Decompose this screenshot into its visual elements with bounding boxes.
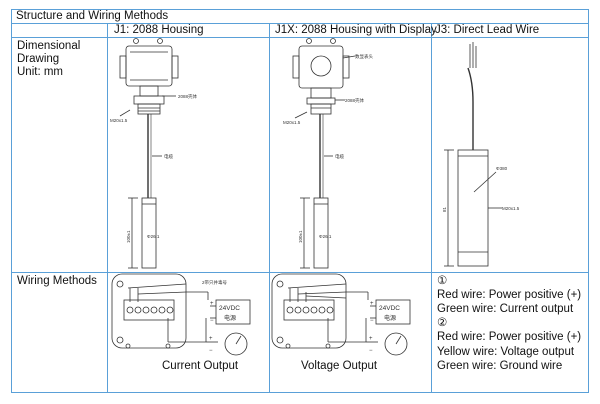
j3-yellow-wire: Yellow wire: Voltage output [437,346,575,358]
j1x-cable-label: 电缆 [335,153,344,160]
j1x-probe-dia-label: Φ26.1 [319,234,332,239]
j1x-terminal-housing [271,273,347,349]
j1x-dimensional-drawing: 数显表头 2088壳体 M20x1.5 电缆 Φ26.1 100±1 [283,38,373,269]
table-title: Structure and Wiring Methods [16,10,169,22]
j1x-housing-note: 2088壳体 [345,97,365,104]
row-divider [11,272,589,273]
svg-text:−: − [369,348,373,354]
row-label-wiring: Wiring Methods [17,275,97,287]
svg-text:+: + [209,336,213,342]
j1x-thread-label: M20x1.5 [283,120,301,125]
j1x-display-note: 数显表头 [355,53,373,60]
j1x-psu-sub: 电源 [384,314,396,322]
caption-current-output: Current Output [162,360,239,372]
j1-dimensional-drawing: 2088壳体 M20x1.5 电缆 Φ26.1 100±1 [110,38,198,269]
j3-thread-label: M20x1.5 [502,206,520,211]
row-label-dimensional-2: Drawing [17,53,60,65]
j1-psu-label: 24VDC [219,305,240,312]
j3-dia-label: Φ380 [496,166,508,171]
j1-power-supply [215,299,251,325]
j3-option-1-marker: ① [437,275,448,287]
table-border-right [588,9,589,393]
header-divider [11,37,589,38]
column-header-j1: J1: 2088 Housing [114,24,204,36]
structure-wiring-table: Structure and Wiring Methods J1: 2088 Ho… [11,9,589,393]
j3-length-label: 81 [442,206,447,212]
j3-red-wire-2: Red wire: Power positive (+) [437,331,582,343]
table-border-left [11,9,12,393]
j1-length-label: 100±1 [126,230,131,243]
j1-housing-note: 2088壳体 [178,93,198,100]
j3-red-wire-1: Red wire: Power positive (+) [437,289,582,301]
svg-text:−: − [370,318,374,324]
j1-thread-label: M20x1.5 [110,118,128,123]
table-border-top [11,9,589,10]
table-border-bottom [11,392,589,393]
caption-voltage-output: Voltage Output [301,360,378,372]
j3-green-wire-1: Green wire: Current output [437,303,574,315]
j1-terminal-note: 2带只并毒号 [202,279,228,286]
column-header-j3: J3: Direct Lead Wire [435,24,540,36]
j1-psu-sub: 电源 [224,314,236,322]
svg-text:+: + [369,336,373,342]
j1x-wiring-diagram: + − 24VDC 电源 + − [271,273,411,356]
j3-green-wire-2: Green wire: Ground wire [437,360,563,372]
j1x-probe [313,197,329,269]
j1x-voltmeter [384,332,408,356]
j1x-housing [298,45,344,89]
j1-ammeter [224,332,248,356]
j1-probe-dia-label: Φ26.1 [147,234,160,239]
row-label-dimensional-1: Dimensional [17,40,81,52]
j3-dimensional-drawing: Φ380 M20x1.5 81 [442,42,520,267]
j3-option-2-marker: ② [437,317,448,329]
j1x-terminal-block [286,306,334,314]
j1x-power-supply [375,299,411,325]
j1-cable-label: 电缆 [164,153,173,160]
svg-text:+: + [210,301,214,307]
title-divider [11,23,589,24]
row-label-dimensional-3: Unit: mm [17,66,63,78]
j1x-length-label: 100±1 [298,230,303,243]
svg-text:+: + [370,301,374,307]
svg-text:−: − [209,348,213,354]
col-divider-2 [269,23,270,393]
col-divider-1 [107,23,108,393]
j1-wiring-diagram: 2带只并毒号 + − 24VDC 电源 + − [111,273,251,356]
j1-probe [141,197,157,269]
j1-terminal-block [126,306,174,314]
j3-probe [457,149,489,267]
column-header-j1x: J1X: 2088 Housing with Display [275,24,437,36]
j1x-psu-label: 24VDC [379,305,400,312]
col-divider-3 [431,23,432,393]
j1-terminal-housing [111,273,187,349]
svg-text:−: − [210,318,214,324]
